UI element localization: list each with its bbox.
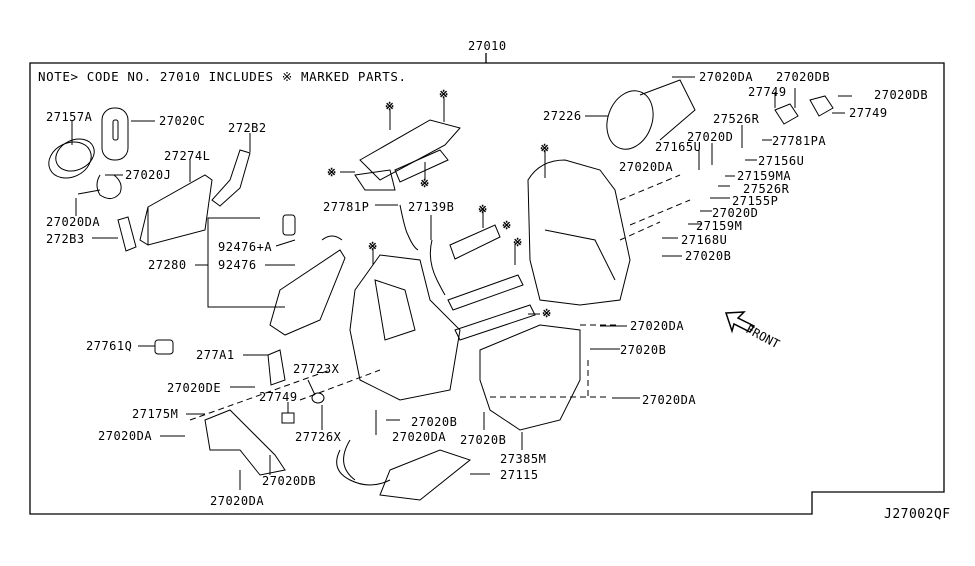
marked-symbol: ※ xyxy=(502,219,512,232)
part-272b2-duct xyxy=(211,133,251,207)
callout-272b2[interactable]: 272B2 xyxy=(228,121,267,135)
callout-27159ma[interactable]: 27159MA xyxy=(737,169,792,183)
callout-27274l[interactable]: 27274L xyxy=(164,149,211,163)
callout-27020b[interactable]: 27020B xyxy=(411,415,458,429)
part-27761q xyxy=(138,339,174,355)
callout-27155p[interactable]: 27155P xyxy=(732,194,779,208)
callout-27781pa[interactable]: 27781PA xyxy=(772,134,827,148)
callout-27115[interactable]: 27115 xyxy=(500,468,539,482)
leader-dashes xyxy=(189,174,691,421)
callout-272b3[interactable]: 272B3 xyxy=(46,232,85,246)
part-27139b-tube xyxy=(429,215,446,296)
callout-27020db[interactable]: 27020DB xyxy=(262,474,317,488)
callout-27726x[interactable]: 27726X xyxy=(295,430,342,444)
marked-symbol: ※ xyxy=(542,307,552,320)
callout-27020da[interactable]: 27020DA xyxy=(699,70,754,84)
part-louvres xyxy=(447,210,540,341)
callout-92476[interactable]: 92476 xyxy=(218,258,257,272)
callout-92476a[interactable]: 92476+A xyxy=(218,240,273,254)
callout-27280[interactable]: 27280 xyxy=(148,258,187,272)
assembly-code-label: 27010 xyxy=(468,39,507,53)
marked-symbol: ※ xyxy=(513,236,523,249)
callout-27020da[interactable]: 27020DA xyxy=(392,430,447,444)
part-272b3 xyxy=(92,216,137,252)
callout-27020da[interactable]: 27020DA xyxy=(46,215,101,229)
callout-27385m[interactable]: 27385M xyxy=(500,452,547,466)
marked-symbol: ※ xyxy=(439,88,449,101)
part-27115-heater-core xyxy=(336,439,490,501)
callout-27761q[interactable]: 27761Q xyxy=(86,339,133,353)
callout-27020c[interactable]: 27020C xyxy=(159,114,206,128)
marked-symbol: ※ xyxy=(327,166,337,179)
part-27781p-tube xyxy=(375,204,419,251)
part-27020c-pad xyxy=(101,107,155,161)
marked-symbol: ※ xyxy=(540,142,550,155)
callout-27020d[interactable]: 27020D xyxy=(687,130,734,144)
callout-27781p[interactable]: 27781P xyxy=(323,200,370,214)
callout-27020b[interactable]: 27020B xyxy=(460,433,507,447)
callout-27020da[interactable]: 27020DA xyxy=(210,494,265,508)
part-gasket-set xyxy=(340,98,461,191)
marked-symbol: ※ xyxy=(478,203,488,216)
diagram-border xyxy=(29,62,945,515)
callout-27159m[interactable]: 27159M xyxy=(696,219,743,233)
marked-symbol: ※ xyxy=(420,177,430,190)
part-27226-fan xyxy=(585,76,696,150)
callout-27020b[interactable]: 27020B xyxy=(620,343,667,357)
callout-27526r[interactable]: 27526R xyxy=(743,182,790,196)
callout-27020j[interactable]: 27020J xyxy=(125,168,172,182)
note-text: NOTE> CODE NO. 27010 INCLUDES ※ MARKED P… xyxy=(38,69,407,84)
callout-27020da[interactable]: 27020DA xyxy=(619,160,674,174)
callout-27020da[interactable]: 27020DA xyxy=(642,393,697,407)
diagram-id: J27002QF xyxy=(884,507,951,522)
callout-27156u[interactable]: 27156U xyxy=(758,154,805,168)
marked-symbol: ※ xyxy=(385,100,395,113)
callout-277a1[interactable]: 277A1 xyxy=(196,348,235,362)
callout-27749[interactable]: 27749 xyxy=(849,106,888,120)
callout-27020de[interactable]: 27020DE xyxy=(167,381,222,395)
callout-27020db[interactable]: 27020DB xyxy=(874,88,929,102)
callout-27165u[interactable]: 27165U xyxy=(655,140,702,154)
callout-27020da[interactable]: 27020DA xyxy=(98,429,153,443)
part-actuators xyxy=(662,88,852,257)
part-27280-evaporator xyxy=(195,214,346,336)
part-27385m-lower-case xyxy=(479,324,640,450)
callout-27168u[interactable]: 27168U xyxy=(681,233,728,247)
callout-27020da[interactable]: 27020DA xyxy=(630,319,685,333)
marked-symbol: ※ xyxy=(368,240,378,253)
part-27157a-cap xyxy=(48,120,95,179)
callout-27749[interactable]: 27749 xyxy=(748,85,787,99)
callout-27020d[interactable]: 27020D xyxy=(712,206,759,220)
callout-27139b[interactable]: 27139B xyxy=(408,200,455,214)
part-27274l-filter xyxy=(139,160,213,246)
part-heater-case xyxy=(349,248,461,401)
callout-27749[interactable]: 27749 xyxy=(259,390,298,404)
part-27020j-harness xyxy=(75,174,123,216)
part-27175m-duct xyxy=(160,409,286,490)
callout-27020b[interactable]: 27020B xyxy=(685,249,732,263)
front-arrow xyxy=(724,311,756,334)
part-center-small xyxy=(281,379,400,435)
callout-27020db[interactable]: 27020DB xyxy=(776,70,831,84)
part-blower-housing xyxy=(527,150,631,306)
callout-27226[interactable]: 27226 xyxy=(543,109,582,123)
callout-27526r[interactable]: 27526R xyxy=(713,112,760,126)
callout-27175m[interactable]: 27175M xyxy=(132,407,179,421)
callout-27723x[interactable]: 27723X xyxy=(293,362,340,376)
callout-27157a[interactable]: 27157A xyxy=(46,110,93,124)
part-277a1 xyxy=(230,349,286,388)
